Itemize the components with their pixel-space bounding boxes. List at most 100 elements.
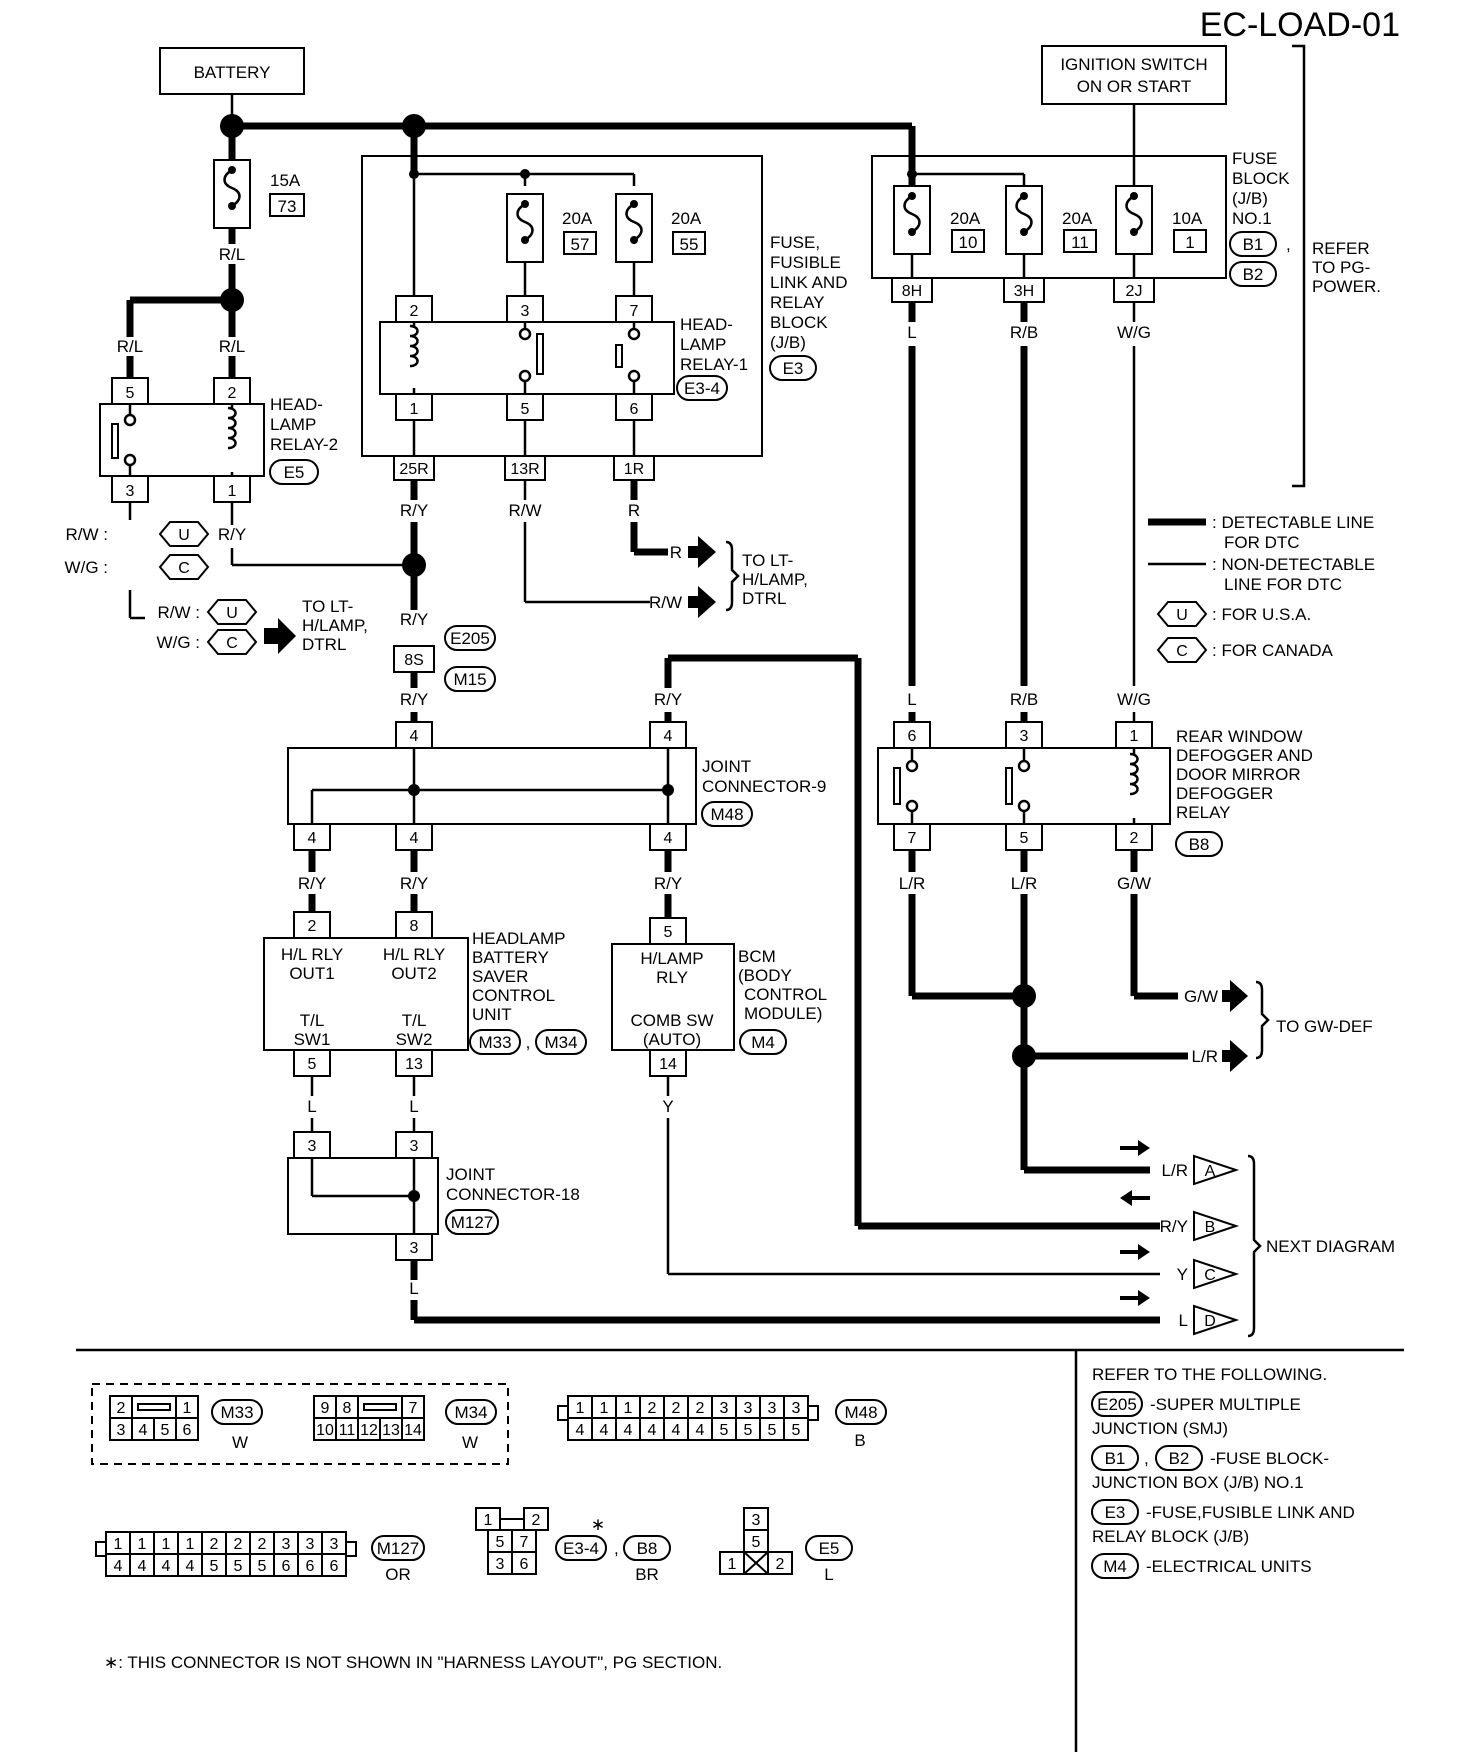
bcm (611, 943, 735, 1051)
pin-cell (783, 1417, 809, 1441)
pin-number: 5 (496, 1534, 505, 1551)
pin-number: 8 (343, 1400, 352, 1417)
pin-number: 6 (306, 1558, 315, 1575)
refer-pg-1: REFER (1312, 239, 1370, 258)
connector-latch (807, 1405, 819, 1421)
conn-m127-face-label: M127 (377, 1539, 420, 1558)
refer-m4-tag: M4 (1103, 1557, 1127, 1576)
refer-b2-tag: B2 (1169, 1449, 1190, 1468)
relay-block-e3 (361, 155, 763, 457)
wire-ry-jc9-2: R/Y (400, 874, 428, 893)
color-m127: OR (385, 1565, 411, 1584)
color-e34-b8: BR (635, 1565, 659, 1584)
relay-block-l2: FUSIBLE (770, 253, 841, 272)
fuse57-amp: 20A (562, 209, 593, 228)
pin-number: 1 (138, 1536, 147, 1553)
headlamp-relay-1: 2 3 7 1 5 6 (379, 295, 675, 421)
svg-text:3: 3 (521, 303, 530, 320)
fuse-10a-1 (1114, 184, 1154, 256)
pin-number: 4 (600, 1422, 609, 1439)
to-lt-1a: TO LT- (302, 597, 353, 616)
bcm-comb-b: (AUTO) (643, 1030, 701, 1049)
conn-e205: E205 (450, 629, 490, 648)
bcm-comb-a: COMB SW (630, 1011, 713, 1030)
pin-number: 3 (752, 1512, 761, 1529)
refer-e205-1: -SUPER MULTIPLE (1150, 1395, 1301, 1414)
svg-text:,: , (526, 1033, 531, 1052)
pin-1r: 1R (624, 461, 644, 478)
pin-number: 2 (210, 1536, 219, 1553)
relay-block-l4: RELAY (770, 293, 825, 312)
wire-l-def: L (907, 690, 916, 709)
svg-text:5: 5 (521, 401, 530, 418)
fuse-block-jb (871, 155, 1227, 279)
svg-text:U: U (178, 527, 190, 544)
color-m34: W (462, 1433, 478, 1452)
splice-ry (402, 553, 426, 577)
splice-lr-1 (1012, 984, 1036, 1008)
pin-number: 1 (183, 1400, 192, 1417)
conn-e3-4: E3-4 (684, 379, 720, 398)
conn-b1: B1 (1243, 235, 1264, 254)
pin-number: 3 (306, 1536, 315, 1553)
fuse1-num: 1 (1185, 233, 1194, 252)
conn-e5: E5 (284, 463, 305, 482)
refer-e3-2: RELAY BLOCK (J/B) (1092, 1527, 1249, 1546)
wire-rb-3h: R/B (1010, 323, 1038, 342)
conn-b2: B2 (1243, 265, 1264, 284)
fuse-20a-55 (614, 192, 654, 264)
pin-number: 5 (768, 1422, 777, 1439)
connector-latch-slot (363, 1403, 397, 1411)
fuse55-amp: 20A (671, 209, 702, 228)
svg-text:4: 4 (664, 728, 673, 745)
refer-m4-1: -ELECTRICAL UNITS (1146, 1557, 1312, 1576)
fuse57-num: 57 (571, 235, 590, 254)
conn-m48-face-label: M48 (844, 1403, 877, 1422)
svg-text:8: 8 (410, 918, 419, 935)
defogger-l1: REAR WINDOW (1176, 727, 1303, 746)
defogger-l3: DOOR MIRROR (1176, 765, 1301, 784)
wire-rw-u: R/W : (66, 525, 109, 544)
svg-text:2: 2 (410, 303, 419, 320)
pin-cell (767, 1551, 793, 1575)
next-diagram-label: NEXT DIAGRAM (1266, 1237, 1395, 1256)
jc18-l2: CONNECTOR-18 (446, 1185, 580, 1204)
hl-relay2-l2: LAMP (270, 415, 316, 434)
pin-number: 1 (600, 1400, 609, 1417)
pin-number: 2 (648, 1400, 657, 1417)
pin-number: 14 (404, 1422, 422, 1439)
fuse10-num: 10 (959, 233, 978, 252)
svg-text:3: 3 (410, 1138, 419, 1155)
jc9-l1: JOINT (702, 757, 751, 776)
refer-b1b2-2: JUNCTION BOX (J/B) NO.1 (1092, 1473, 1304, 1492)
pin-number: 1 (624, 1400, 633, 1417)
pin-number: 4 (186, 1558, 195, 1575)
conn-e5-face-label: E5 (819, 1539, 840, 1558)
headlamp-battery-saver-unit (263, 937, 469, 1051)
pin-cell (175, 1417, 199, 1441)
wire-lr-5: L/R (1011, 874, 1037, 893)
next-wire-lr: L/R (1162, 1161, 1188, 1180)
wire-lr-7: L/R (899, 874, 925, 893)
svg-text:,: , (1286, 235, 1291, 254)
svg-text:2: 2 (1130, 830, 1139, 847)
pin-number: 7 (520, 1534, 529, 1551)
pin-cell (401, 1417, 425, 1441)
defogger-l4: DEFOGGER (1176, 784, 1273, 803)
relay-block-l6: (J/B) (770, 333, 806, 352)
pin-cell (321, 1553, 347, 1577)
svg-text:3: 3 (410, 1240, 419, 1257)
pin-number: 3 (282, 1536, 291, 1553)
defogger-l2: DEFOGGER AND (1176, 746, 1313, 765)
color-m48: B (854, 1431, 865, 1450)
pin-number: 3 (117, 1422, 126, 1439)
fuse-20a-11 (1004, 184, 1044, 256)
pin-8h: 8H (902, 283, 922, 300)
pin-2j: 2J (1126, 283, 1143, 300)
pin-cell (511, 1551, 537, 1575)
refer-e3-1: -FUSE,FUSIBLE LINK AND (1146, 1503, 1355, 1522)
hbscu-sw1-a: T/L (300, 1011, 325, 1030)
pin-number: 1 (186, 1536, 195, 1553)
